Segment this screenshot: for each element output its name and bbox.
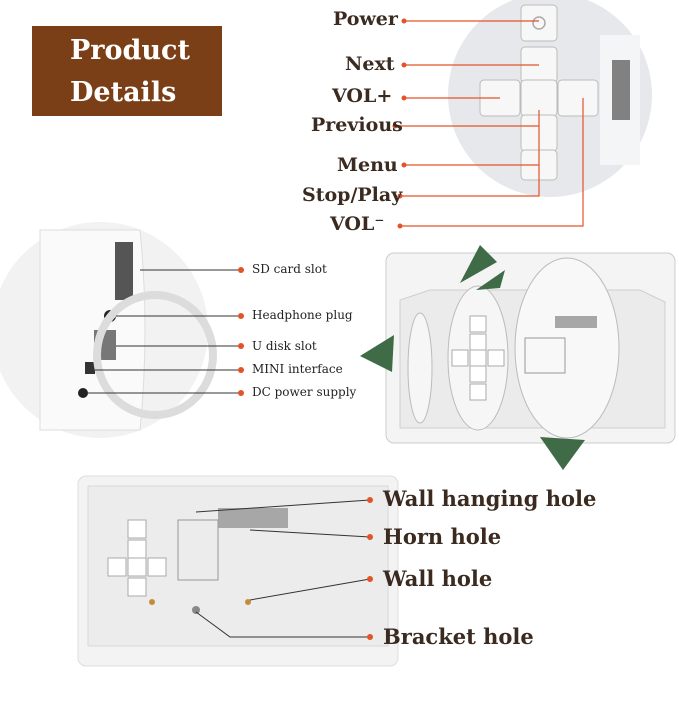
dc-power-label: DC power supply [252, 385, 357, 399]
wall-hole-label: Wall hole [383, 566, 493, 591]
rotate-arrows [360, 245, 585, 470]
horn-hole-label: Horn hole [383, 524, 502, 549]
bracket-hole-label: Bracket hole [383, 624, 534, 649]
u-disk-label: U disk slot [252, 339, 317, 353]
mini-interface-label: MINI interface [252, 362, 343, 376]
wall-hanging-label: Wall hanging hole [383, 486, 597, 511]
vol-up-label: VOL+ [332, 85, 393, 107]
port-leader-lines [88, 269, 241, 394]
product-details-badge: Product Details [32, 26, 222, 116]
stop-play-label: Stop/Play [302, 184, 403, 206]
vol-down-label: VOL⁻ [330, 213, 385, 235]
sd-card-label: SD card slot [252, 262, 327, 276]
badge-line-2: Details [70, 77, 177, 108]
side-ports-closeup [0, 222, 217, 438]
menu-label: Menu [337, 154, 398, 176]
headphone-label: Headphone plug [252, 308, 353, 322]
frame-back-view [385, 252, 676, 444]
power-label: Power [333, 8, 398, 30]
button-leader-lines [395, 20, 584, 227]
back-leader-lines [195, 499, 371, 638]
back-detail-closeup [77, 475, 399, 667]
previous-label: Previous [311, 114, 403, 136]
next-label: Next [345, 53, 395, 75]
badge-line-1: Product [70, 35, 190, 66]
